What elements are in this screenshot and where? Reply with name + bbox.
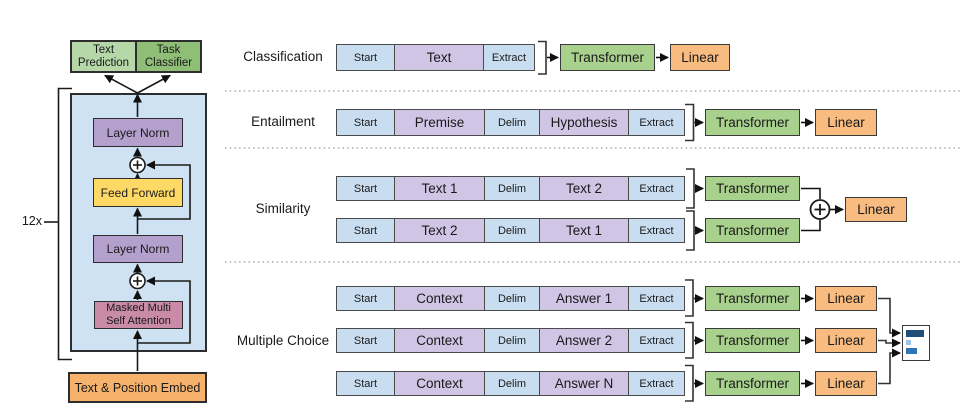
choice-token-strip-3: Start Context Delim Answer N Extract <box>336 371 685 396</box>
task-row-arrows <box>547 53 814 388</box>
choice-token-strip-2: Start Context Delim Answer 2 Extract <box>336 328 685 353</box>
token-extract: Extract <box>628 372 684 395</box>
token-text: Text <box>394 45 483 70</box>
choice-token-strip-1: Start Context Delim Answer 1 Extract <box>336 286 685 311</box>
token-text1: Text 1 <box>539 219 628 242</box>
linear-box: Linear <box>815 328 877 353</box>
task-label-entailment: Entailment <box>251 114 315 129</box>
linear-box: Linear <box>815 371 877 396</box>
classification-token-strip: Start Text Extract <box>336 44 535 71</box>
entailment-token-strip: Start Premise Delim Hypothesis Extract <box>336 109 685 136</box>
token-extract: Extract <box>628 219 684 242</box>
repeat-12x-label: 12x <box>21 214 42 228</box>
token-context: Context <box>394 372 484 395</box>
token-context: Context <box>394 287 484 310</box>
linear-box: Linear <box>815 109 877 136</box>
token-start: Start <box>337 110 394 135</box>
transformer-box: Transformer <box>705 218 800 243</box>
token-extract: Extract <box>483 45 534 70</box>
token-extract: Extract <box>628 110 684 135</box>
left-block-wires <box>44 74 191 371</box>
token-start: Start <box>337 329 394 352</box>
score-bar <box>906 330 924 337</box>
token-start: Start <box>337 177 394 200</box>
linear-box: Linear <box>815 286 877 311</box>
token-answer1: Answer 1 <box>539 287 628 310</box>
transformer-box: Transformer <box>705 176 800 201</box>
token-premise: Premise <box>394 110 484 135</box>
transformer-box: Transformer <box>705 328 800 353</box>
transformer-box: Transformer <box>705 109 800 136</box>
token-delim: Delim <box>484 372 539 395</box>
token-delim: Delim <box>484 110 539 135</box>
token-text2: Text 2 <box>394 219 484 242</box>
token-text1: Text 1 <box>394 177 484 200</box>
token-answer2: Answer 2 <box>539 329 628 352</box>
token-start: Start <box>337 45 394 70</box>
token-start: Start <box>337 372 394 395</box>
text-prediction-box: Text Prediction <box>72 42 137 71</box>
linear-box: Linear <box>670 44 730 71</box>
transformer-box: Transformer <box>705 371 800 396</box>
sum-icon <box>809 199 831 220</box>
output-heads: Text Prediction Task Classifier <box>70 40 202 73</box>
task-label-multiple-choice: Multiple Choice <box>236 333 330 348</box>
task-label-similarity: Similarity <box>255 201 311 216</box>
similarity-token-strip-1: Start Text 1 Delim Text 2 Extract <box>336 176 685 201</box>
masked-attention-box: Masked Multi Self Attention <box>94 301 183 329</box>
token-start: Start <box>337 219 394 242</box>
token-extract: Extract <box>628 177 684 200</box>
transformer-box: Transformer <box>560 44 655 71</box>
linear-box: Linear <box>845 197 907 222</box>
repeat-bracket <box>57 87 72 361</box>
similarity-sum-wires <box>801 187 844 232</box>
token-delim: Delim <box>484 219 539 242</box>
score-bar <box>906 340 911 345</box>
token-start: Start <box>337 287 394 310</box>
token-delim: Delim <box>484 177 539 200</box>
token-extract: Extract <box>628 287 684 310</box>
dotted-separator <box>225 90 962 263</box>
token-extract: Extract <box>628 329 684 352</box>
token-text2: Text 2 <box>539 177 628 200</box>
choice-convergence-wires <box>878 297 901 385</box>
task-label-classification: Classification <box>243 49 323 64</box>
token-context: Context <box>394 329 484 352</box>
masked-attention-label: Masked Multi Self Attention <box>106 302 171 327</box>
token-delim: Delim <box>484 329 539 352</box>
residual-add-icon <box>129 156 146 290</box>
concat-bracket <box>538 40 695 402</box>
layer-norm-bottom-box: Layer Norm <box>93 235 183 263</box>
answer-scores-icon <box>902 325 930 361</box>
token-hypothesis: Hypothesis <box>539 110 628 135</box>
token-delim: Delim <box>484 287 539 310</box>
token-answerN: Answer N <box>539 372 628 395</box>
transformer-box: Transformer <box>705 286 800 311</box>
feed-forward-box: Feed Forward <box>93 178 183 207</box>
layer-norm-top-box: Layer Norm <box>93 118 183 147</box>
task-classifier-box: Task Classifier <box>137 42 200 71</box>
score-bar <box>906 348 917 354</box>
similarity-token-strip-2: Start Text 2 Delim Text 1 Extract <box>336 218 685 243</box>
embedding-box: Text & Position Embed <box>68 372 207 403</box>
